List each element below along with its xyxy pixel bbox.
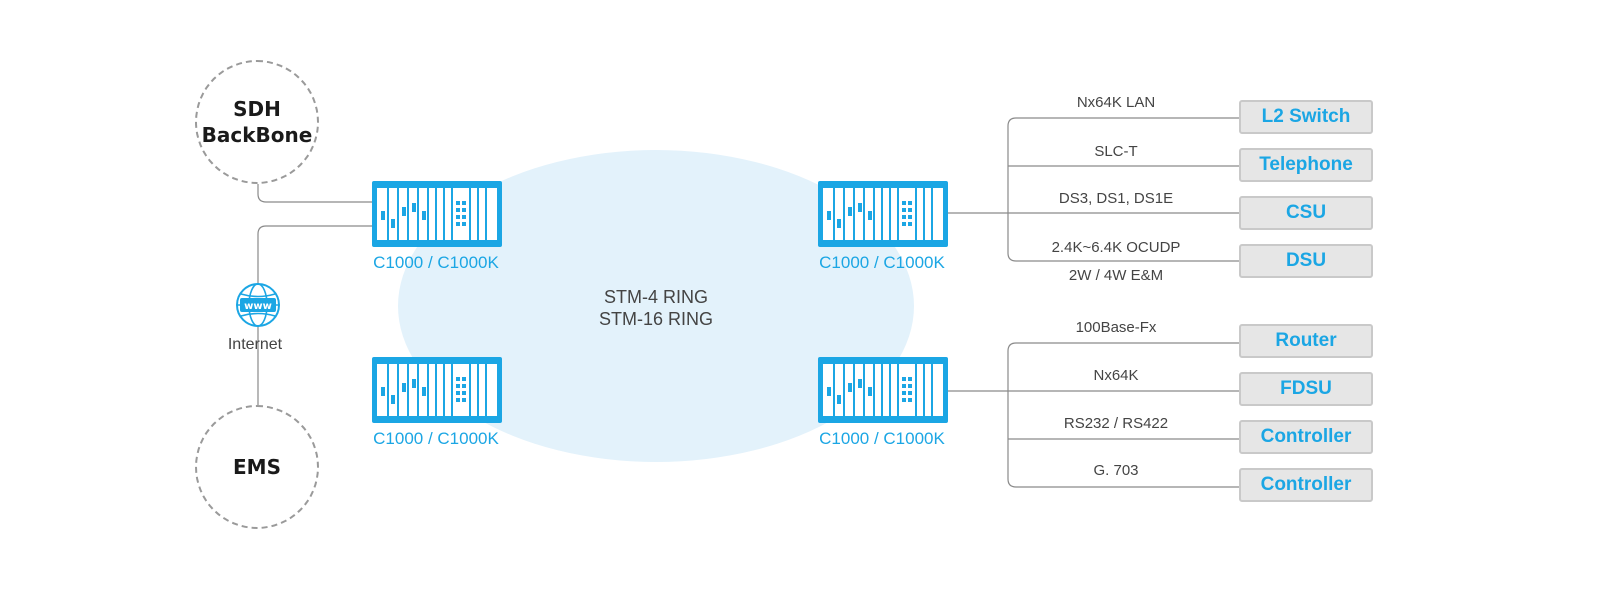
ems-label: EMS: [233, 455, 281, 479]
endpoint-l2-switch: L2 Switch: [1239, 100, 1373, 134]
rack-device-icon: [818, 357, 948, 423]
ring-label-2: STM-16 RING: [598, 309, 713, 329]
upper-link-label-4: 2.4K~6.4K OCUDP: [1051, 239, 1181, 256]
endpoint-controller-2: Controller: [1239, 468, 1373, 502]
lower-link-label-3: RS232 / RS422: [1063, 415, 1169, 432]
lower-link-label-4: G. 703: [1093, 462, 1139, 479]
endpoint-controller-1: Controller: [1239, 420, 1373, 454]
endpoint-dsu: DSU: [1239, 244, 1373, 278]
stm-ring: [398, 150, 914, 462]
rack-device-icon: [372, 357, 502, 423]
ems-node: EMS: [195, 405, 319, 529]
lower-link-label-1: 100Base-Fx: [1075, 319, 1157, 336]
sdh-backbone-label: SDH BackBone: [201, 97, 313, 147]
svg-text:www: www: [244, 301, 272, 312]
device-label-bottom-right: C1000 / C1000K: [819, 429, 945, 448]
endpoint-router: Router: [1239, 324, 1373, 358]
network-device-top-left: [372, 181, 502, 247]
backbone-link: [257, 184, 372, 203]
endpoint-telephone: Telephone: [1239, 148, 1373, 182]
upper-link-label-extra: 2W / 4W E&M: [1068, 267, 1164, 284]
network-device-bottom-right: [818, 357, 948, 423]
upper-link-label-3: DS3, DS1, DS1E: [1058, 190, 1174, 207]
lower-link-label-2: Nx64K: [1093, 367, 1139, 384]
network-device-top-right: [818, 181, 948, 247]
device-label-bottom-left: C1000 / C1000K: [373, 429, 499, 448]
lower-bus: [1007, 342, 1017, 488]
upper-link-label-1: Nx64K LAN: [1076, 94, 1156, 111]
globe-www-icon: www: [236, 283, 280, 327]
upper-link-label-2: SLC-T: [1094, 143, 1138, 160]
rack-device-icon: [818, 181, 948, 247]
sdh-backbone-node: SDH BackBone: [195, 60, 319, 184]
device-label-top-right: C1000 / C1000K: [819, 253, 945, 272]
endpoint-fdsu: FDSU: [1239, 372, 1373, 406]
endpoint-csu: CSU: [1239, 196, 1373, 230]
device-label-top-left: C1000 / C1000K: [373, 253, 499, 272]
network-device-bottom-left: [372, 357, 502, 423]
internet-label: Internet: [227, 336, 283, 353]
upper-bus: [1007, 117, 1017, 262]
ring-label-1: STM-4 RING: [603, 287, 708, 307]
rack-device-icon: [372, 181, 502, 247]
ems-link: [257, 225, 372, 405]
